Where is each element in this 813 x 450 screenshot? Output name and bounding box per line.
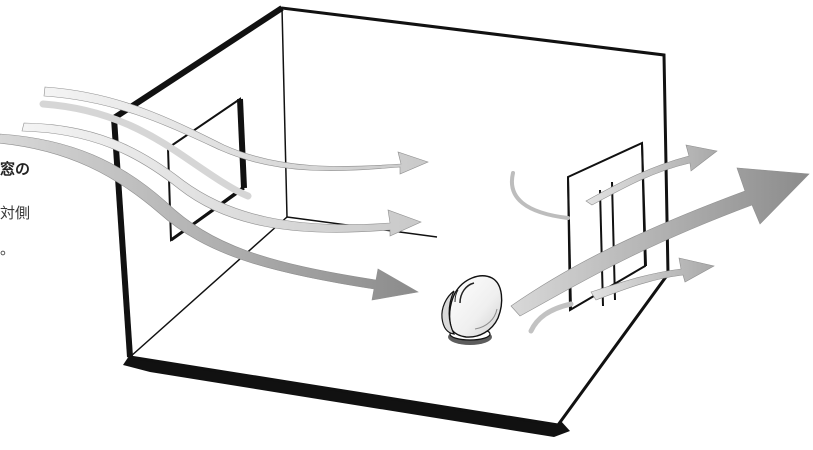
airflow-arrow bbox=[585, 144, 718, 206]
airflow-arrow bbox=[510, 167, 810, 317]
airflow-arrow bbox=[21, 122, 422, 237]
airflow-arrow bbox=[43, 86, 429, 175]
airflow-arrow bbox=[0, 133, 419, 301]
caption-line-2: 対側 bbox=[0, 204, 31, 222]
airflow-arrow bbox=[590, 257, 715, 301]
airflow-arrow bbox=[39, 100, 252, 200]
air-circulator-fan bbox=[441, 275, 503, 345]
caption-line-1: 窓の bbox=[0, 160, 31, 178]
airflow-curve bbox=[509, 171, 574, 334]
caption-line-3: 。 bbox=[0, 240, 16, 258]
